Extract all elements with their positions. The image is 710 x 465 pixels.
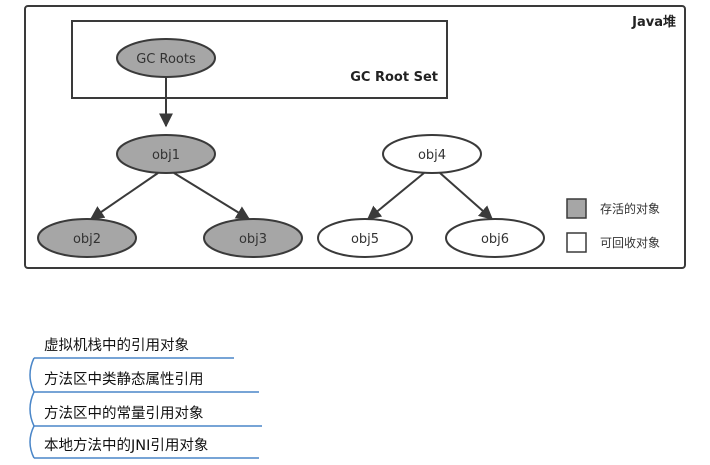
node-gc-roots: GC Roots — [116, 38, 216, 78]
gc-root-type-item: 方法区中的常量引用对象 — [44, 406, 204, 422]
node-obj3-label: obj3 — [239, 232, 267, 247]
node-obj4: obj4 — [382, 134, 482, 174]
gc-root-type-item: 虚拟机栈中的引用对象 — [44, 338, 189, 354]
node-obj1: obj1 — [116, 134, 216, 174]
node-obj2: obj2 — [37, 218, 137, 258]
node-obj6-label: obj6 — [481, 232, 509, 247]
node-gc-roots-label: GC Roots — [136, 52, 196, 67]
node-obj5: obj5 — [317, 218, 413, 258]
node-obj1-label: obj1 — [152, 148, 180, 163]
edge-obj4-obj5 — [366, 172, 425, 220]
legend-alive-label: 存活的对象 — [600, 201, 660, 216]
gc-root-type-item: 本地方法中的JNI引用对象 — [44, 438, 209, 454]
node-obj6: obj6 — [445, 218, 545, 258]
node-obj4-label: obj4 — [418, 148, 446, 163]
node-obj3: obj3 — [203, 218, 303, 258]
edge-obj1-obj3 — [173, 172, 251, 220]
node-obj5-label: obj5 — [351, 232, 379, 247]
gc-reachability-diagram: Java堆 GC Root Set GC Roots obj1 obj2 obj… — [24, 5, 686, 269]
java-heap-label: Java堆 — [631, 14, 676, 30]
legend-collectable-label: 可回收对象 — [600, 236, 660, 250]
list-connector-lines — [29, 357, 262, 459]
edge-obj4-obj6 — [439, 172, 494, 220]
legend-alive-swatch — [566, 198, 587, 219]
gc-root-type-item: 方法区中类静态属性引用 — [44, 372, 204, 388]
legend-collectable-swatch — [566, 232, 587, 253]
legend: 存活的对象 可回收对象 — [566, 198, 660, 253]
gc-root-set-label: GC Root Set — [350, 70, 438, 85]
node-obj2-label: obj2 — [73, 232, 101, 247]
gc-root-types-list: 虚拟机栈中的引用对象 方法区中类静态属性引用 方法区中的常量引用对象 本地方法中… — [24, 330, 264, 460]
edge-obj1-obj2 — [89, 172, 159, 220]
